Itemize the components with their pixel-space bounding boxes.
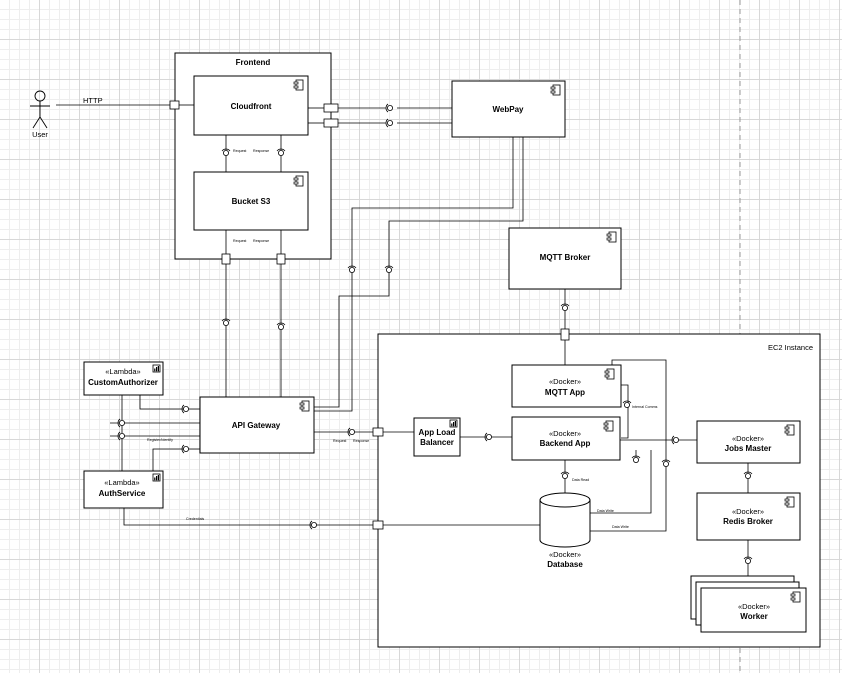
edge-request-label: Request [233,149,246,153]
mqtt-broker-component[interactable]: MQTT Broker [508,227,622,290]
custom-authorizer-lambda[interactable]: «Lambda» CustomAuthorizer [83,361,164,396]
user-label: User [32,130,48,139]
http-label: HTTP [83,96,103,105]
frontend-title: Frontend [236,58,271,67]
docker-stereotype: «Docker» [732,434,764,443]
ports [169,100,570,530]
webpay-component[interactable]: WebPay [451,80,566,138]
redis-broker-label: Redis Broker [723,517,773,526]
edge-response-label: Response [353,439,369,443]
load-balancer-component[interactable]: App Load Balancer [413,417,461,457]
cloudfront-label: Cloudfront [231,102,272,111]
edge-request-label: Request [333,439,346,443]
edge-credentials-label: Credentials [186,517,204,521]
edge-data-read-label: Data Read [572,478,589,482]
backend-app-label: Backend App [540,439,591,448]
database-component[interactable]: «Docker» Database [539,492,591,569]
jobs-master-component[interactable]: «Docker» Jobs Master [696,420,801,464]
edge-internal-comms-label: Internal Comms [632,405,658,409]
mqtt-app-component[interactable]: «Docker» MQTT App [511,364,622,408]
auth-service-label: AuthService [99,489,146,498]
worker-component-stack[interactable]: «Docker» Worker [690,575,807,633]
connection-lines [56,104,749,576]
interface-connectors [117,103,753,565]
jobs-master-label: Jobs Master [725,444,772,453]
worker-label: Worker [740,612,767,621]
ec2-title: EC2 Instance [768,343,813,352]
docker-stereotype: «Docker» [738,602,770,611]
auth-service-lambda[interactable]: «Lambda» AuthService [83,470,164,509]
backend-app-component[interactable]: «Docker» Backend App [511,416,621,461]
docker-stereotype: «Docker» [549,377,581,386]
cloudfront-component[interactable]: Cloudfront [193,75,309,136]
lambda-icon [152,364,161,373]
custom-authorizer-label: CustomAuthorizer [88,378,158,387]
bucket-s3-component[interactable]: Bucket S3 [193,171,309,231]
edge-register-identify-label: Register/Identify [147,438,173,442]
mqtt-app-label: MQTT App [545,388,585,397]
docker-stereotype: «Docker» [549,429,581,438]
edge-request-label: Request [233,239,246,243]
database-label: Database [547,560,583,569]
docker-stereotype: «Docker» [549,550,581,559]
load-balancer-label-line2: Balancer [420,438,454,447]
lambda-icon [152,473,161,482]
edge-data-write-label: Data Write [612,525,629,529]
docker-stereotype: «Docker» [732,507,764,516]
edge-response-label: Response [253,149,269,153]
user-actor[interactable]: User [30,90,50,139]
webpay-label: WebPay [493,105,525,114]
edge-data-write-label: Data Write [597,509,614,513]
api-gateway-label: API Gateway [232,421,281,430]
stick-figure-icon [30,90,50,129]
edge-response-label: Response [253,239,269,243]
load-balancer-icon [449,419,458,428]
bucket-s3-label: Bucket S3 [232,197,271,206]
load-balancer-label-line1: App Load [419,428,456,437]
mqtt-broker-label: MQTT Broker [540,253,591,262]
redis-broker-component[interactable]: «Docker» Redis Broker [696,492,801,541]
api-gateway-component[interactable]: API Gateway [199,396,315,454]
database-cylinder-icon [539,492,591,548]
lambda-stereotype: «Lambda» [105,367,140,376]
lambda-stereotype: «Lambda» [104,478,139,487]
